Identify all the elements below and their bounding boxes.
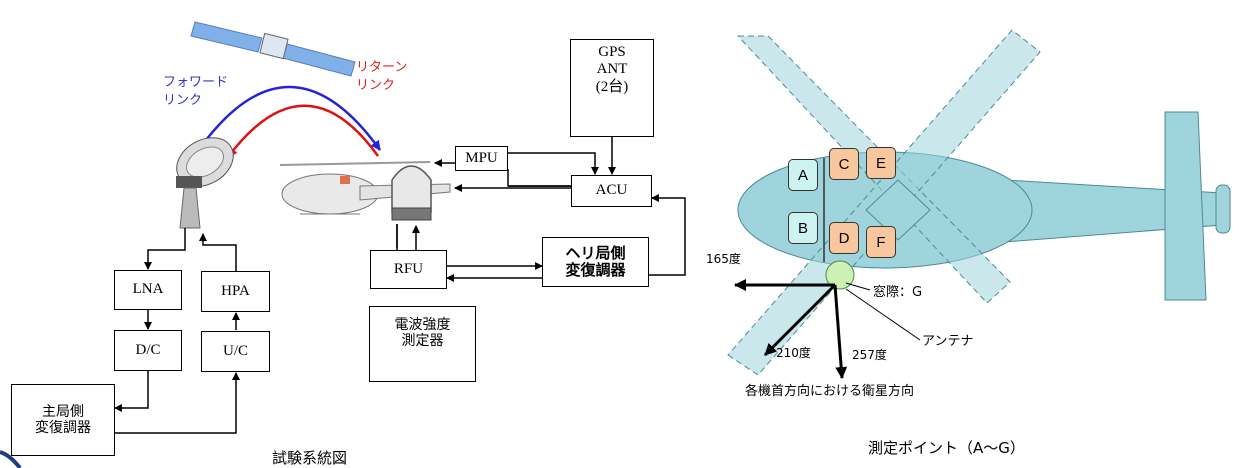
- uc-box: U/C: [201, 331, 270, 372]
- helicopter-plan-view: [727, 29, 1231, 379]
- ground-dish-icon: [176, 137, 234, 229]
- point-b: B: [788, 212, 818, 244]
- antenna-marker: [825, 260, 855, 290]
- right-caption: 測定ポイント（A～G）: [868, 439, 1025, 457]
- forward-link-label: フォワード リンク: [163, 75, 229, 108]
- angle-210-label: 210度: [776, 346, 811, 360]
- satellite-icon: [190, 21, 356, 77]
- return-link-arrow: [227, 104, 380, 158]
- point-f: F: [866, 226, 896, 258]
- left-caption: 試験系統図: [272, 449, 348, 467]
- corner-decoration: [0, 450, 22, 468]
- mpu-box: MPU: [455, 146, 508, 171]
- connection-lines: [114, 137, 686, 434]
- gps-antenna-box: GPS ANT (2台): [570, 39, 654, 137]
- antenna-label: アンテナ: [922, 334, 974, 349]
- return-link-label: リターン リンク: [356, 60, 408, 93]
- point-d: D: [829, 222, 859, 254]
- satellite-direction-label: 各機首方向における衛星方向: [745, 384, 915, 399]
- point-e: E: [866, 147, 896, 179]
- heli-modem-box: ヘリ局側 変復調器: [542, 237, 649, 287]
- hpa-box: HPA: [201, 271, 270, 312]
- point-a: A: [788, 159, 818, 191]
- dc-box: D/C: [114, 330, 182, 371]
- window-g-label: 窓際：G: [873, 285, 923, 300]
- angle-165-label: 165度: [706, 252, 741, 266]
- airborne-antenna-icon: [391, 165, 432, 221]
- point-c: C: [829, 148, 859, 180]
- main-modem-box: 主局側 変復調器: [11, 384, 115, 456]
- acu-box: ACU: [571, 175, 652, 207]
- lna-box: LNA: [114, 270, 182, 310]
- rfu-box: RFU: [370, 250, 447, 289]
- angle-257-label: 257度: [852, 348, 887, 362]
- forward-link-arrow: [198, 85, 382, 151]
- field-strength-meter-box: 電波強度 測定器: [369, 306, 476, 382]
